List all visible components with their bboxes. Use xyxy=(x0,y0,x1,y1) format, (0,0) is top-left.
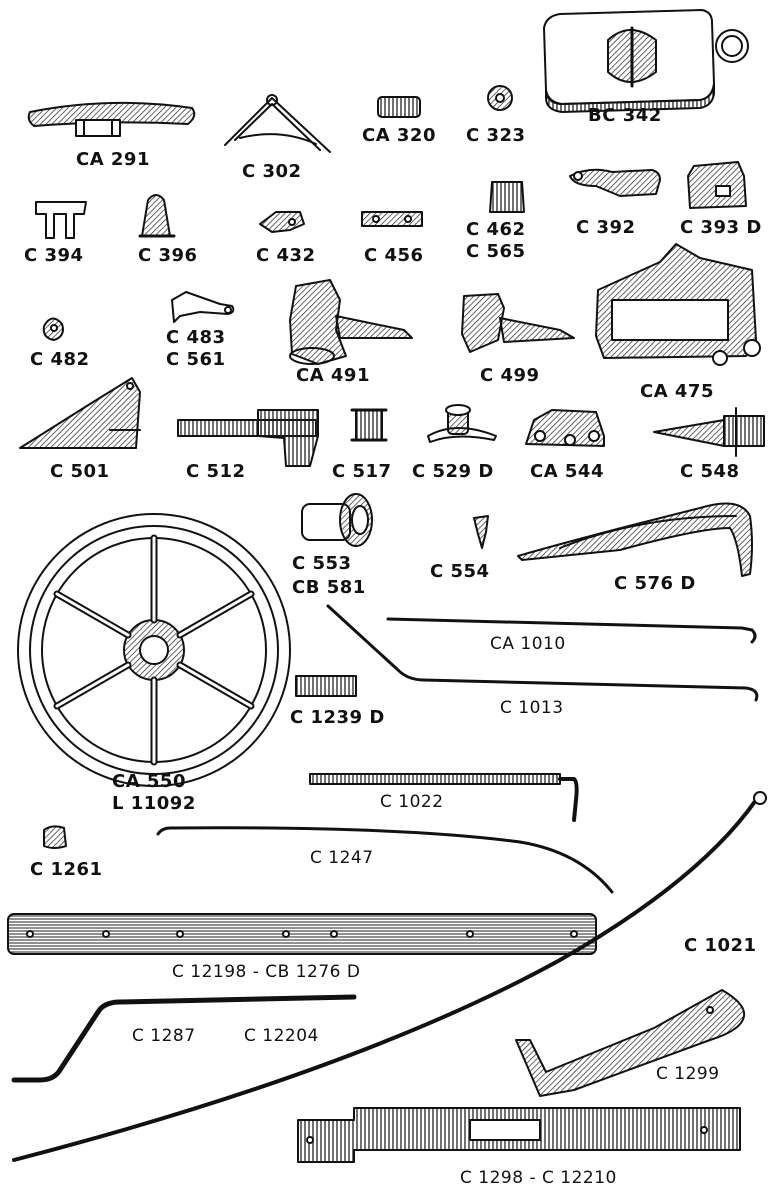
part-c548 xyxy=(653,407,765,457)
label-c501: C 501 xyxy=(50,461,110,482)
label-ca544: CA 544 xyxy=(530,461,604,482)
label-c1298: C 1298 - C 12210 xyxy=(460,1168,617,1188)
label-l11092: L 11092 xyxy=(112,793,196,814)
label-c548: C 548 xyxy=(680,461,740,482)
part-c483 xyxy=(171,291,235,323)
part-ca491 xyxy=(289,279,413,365)
label-c565: C 565 xyxy=(466,241,526,262)
label-c302: C 302 xyxy=(242,161,302,182)
part-c1239d xyxy=(295,675,357,697)
label-cb581: CB 581 xyxy=(292,577,366,598)
label-bc342: BC 342 xyxy=(588,105,662,126)
part-c553 xyxy=(301,493,373,547)
label-c483: C 483 xyxy=(166,327,226,348)
label-c553: C 553 xyxy=(292,553,352,574)
part-c1299 xyxy=(515,989,746,1097)
label-ca550: CA 550 xyxy=(112,771,186,792)
label-c1021: C 1021 xyxy=(684,935,757,956)
part-c302 xyxy=(224,94,331,153)
part-c432 xyxy=(259,211,305,233)
label-ca491: CA 491 xyxy=(296,365,370,386)
part-c396 xyxy=(138,194,176,238)
part-c1021 xyxy=(12,791,767,1162)
part-c323 xyxy=(487,85,513,111)
part-c501 xyxy=(19,377,141,449)
part-c456 xyxy=(361,211,423,227)
label-c396: C 396 xyxy=(138,245,198,266)
part-ca475 xyxy=(595,243,761,366)
label-c1013: C 1013 xyxy=(500,698,564,718)
part-c554 xyxy=(473,515,489,549)
part-c1247 xyxy=(156,826,614,894)
label-c1299: C 1299 xyxy=(656,1064,720,1084)
part-c1013 xyxy=(326,604,759,702)
label-c512: C 512 xyxy=(186,461,246,482)
label-c499: C 499 xyxy=(480,365,540,386)
label-c1287: C 1287 xyxy=(132,1026,196,1046)
label-c12204: C 12204 xyxy=(244,1026,319,1046)
label-c576d: C 576 D xyxy=(614,573,696,594)
part-ca320 xyxy=(377,96,421,118)
part-c394 xyxy=(35,201,87,239)
part-c512 xyxy=(177,409,319,467)
part-ca1010 xyxy=(386,617,757,644)
part-c1287 xyxy=(11,994,357,1083)
label-ca475: CA 475 xyxy=(640,381,714,402)
label-c482: C 482 xyxy=(30,349,90,370)
label-c1022: C 1022 xyxy=(380,792,444,812)
label-c1261: C 1261 xyxy=(30,859,103,880)
part-c482 xyxy=(42,317,64,341)
label-ca291: CA 291 xyxy=(76,149,150,170)
part-c576d xyxy=(517,502,753,577)
label-c1239d: C 1239 D xyxy=(290,707,385,728)
label-c392: C 392 xyxy=(576,217,636,238)
label-c393d: C 393 D xyxy=(680,217,762,238)
part-c1261 xyxy=(43,825,67,849)
part-c499 xyxy=(461,293,575,353)
part-c517 xyxy=(350,408,388,442)
part-ca550-wheel xyxy=(17,513,291,787)
label-c456: C 456 xyxy=(364,245,424,266)
part-c529d xyxy=(427,404,497,443)
label-c323: C 323 xyxy=(466,125,526,146)
label-ca320: CA 320 xyxy=(362,125,436,146)
label-c561: C 561 xyxy=(166,349,226,370)
label-c517: C 517 xyxy=(332,461,392,482)
part-c392 xyxy=(569,168,661,197)
label-c1247: C 1247 xyxy=(310,848,374,868)
label-c462: C 462 xyxy=(466,219,526,240)
part-c12198-bar xyxy=(7,913,597,955)
part-c462 xyxy=(489,181,525,213)
part-ca291 xyxy=(27,101,196,137)
label-c394: C 394 xyxy=(24,245,84,266)
part-ca544 xyxy=(525,409,605,447)
part-bc342 xyxy=(543,9,749,113)
label-c529d: C 529 D xyxy=(412,461,494,482)
part-c1022 xyxy=(309,773,579,822)
label-c432: C 432 xyxy=(256,245,316,266)
label-c554: C 554 xyxy=(430,561,490,582)
label-c12198: C 12198 - CB 1276 D xyxy=(172,962,361,982)
part-c1298-strap xyxy=(297,1107,741,1163)
label-ca1010: CA 1010 xyxy=(490,634,566,654)
part-c393d xyxy=(687,161,747,209)
